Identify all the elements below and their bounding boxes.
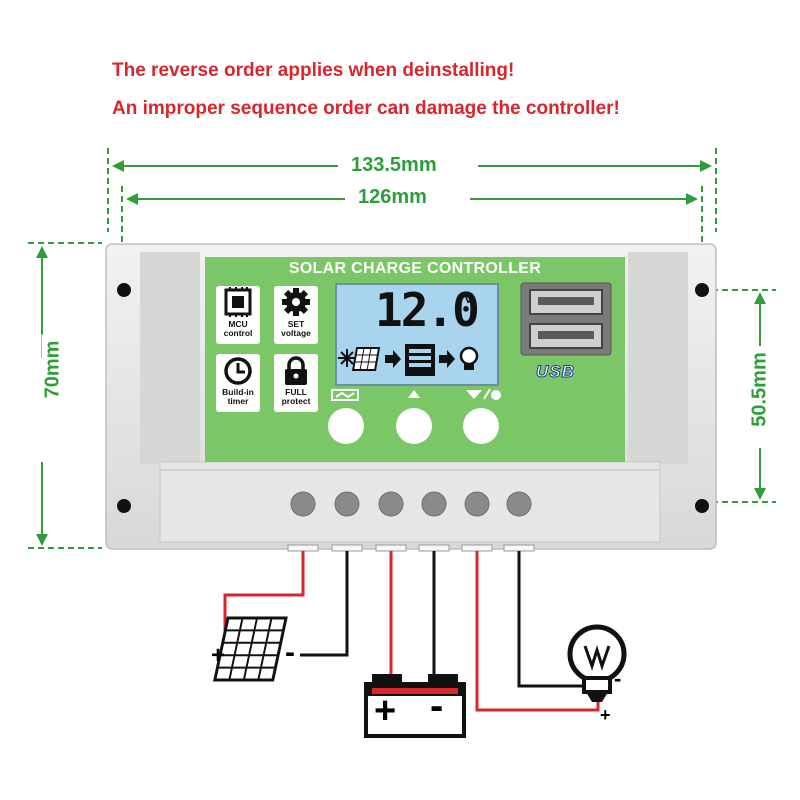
terminal-slot-1	[287, 544, 319, 552]
feature-label: control	[223, 328, 253, 338]
load-minus-sign: -	[614, 666, 622, 691]
terminal-block	[159, 461, 661, 543]
feature-label: voltage	[281, 328, 311, 338]
arrowhead-total-left	[112, 160, 124, 172]
feature-build-in-timer: Build-in timer	[216, 354, 260, 412]
arrowhead-height-bottom	[36, 534, 48, 546]
terminal-slot-4	[418, 544, 450, 552]
mount-hole-top-right	[695, 283, 709, 297]
lcd-voltage-readout: 12.0	[375, 283, 480, 337]
usb-ports	[520, 282, 612, 356]
wires	[223, 551, 600, 712]
button-legend-icons	[331, 388, 501, 401]
mount-hole-top-left	[117, 283, 131, 297]
solar-minus-sign: -	[285, 636, 295, 669]
terminal-slot-2	[331, 544, 363, 552]
warning-deinstall: The reverse order applies when deinstall…	[112, 60, 515, 81]
terminal-slot-5	[461, 544, 493, 552]
lcd-panel-icon	[351, 347, 381, 371]
dimension-total-width: 133.5mm	[345, 154, 443, 177]
arrowhead-total-right	[700, 160, 712, 172]
terminal-screw-1	[290, 491, 316, 517]
load-mode-icon	[331, 389, 359, 401]
wire-solar-negative	[300, 551, 349, 657]
arrowhead-inner-left	[126, 193, 138, 205]
feature-set-voltage: SET voltage	[274, 286, 318, 344]
battery-plus-sign: +	[374, 690, 397, 732]
load-plus-sign: +	[600, 705, 611, 725]
lcd-battery-icon	[405, 344, 435, 376]
terminal-slot-3	[375, 544, 407, 552]
up-arrow-icon	[408, 390, 420, 398]
arrow-right-icon	[385, 350, 401, 368]
case-right-flange	[628, 252, 688, 464]
feature-label: protect	[281, 396, 311, 406]
clock-icon	[224, 357, 252, 385]
usb-label: USB	[536, 362, 575, 382]
lcd-bulb-icon	[459, 346, 479, 370]
controller-title: SOLAR CHARGE CONTROLLER	[288, 260, 542, 277]
feature-mcu-control: MCU control	[216, 286, 260, 344]
terminal-screw-2	[334, 491, 360, 517]
lcd-flow-icons	[338, 344, 479, 376]
arrowhead-hole-bottom	[754, 488, 766, 500]
chip-icon	[224, 287, 252, 317]
arrowhead-height-top	[36, 246, 48, 258]
mount-hole-bottom-right	[695, 499, 709, 513]
sun-icon	[338, 349, 356, 367]
wire-load-positive	[475, 551, 600, 712]
arrowhead-inner-right	[686, 193, 698, 205]
dimension-hole-width: 126mm	[352, 186, 433, 209]
feature-label: MCU	[228, 319, 248, 329]
battery-minus-sign: -	[430, 684, 444, 728]
feature-full-protect: FULL protect	[274, 354, 318, 412]
solar-panel-icon	[213, 616, 288, 682]
terminal-screw-4	[421, 491, 447, 517]
lock-icon	[285, 356, 307, 385]
arrow-right-icon	[439, 350, 455, 368]
case-left-flange	[140, 252, 200, 464]
arrowhead-hole-top	[754, 292, 766, 304]
mount-hole-bottom-left	[117, 499, 131, 513]
terminal-screw-5	[464, 491, 490, 517]
terminal-screw-6	[506, 491, 532, 517]
wire-solar-positive	[223, 551, 305, 640]
down-bulb-icon	[466, 388, 501, 400]
feature-label: timer	[227, 396, 249, 406]
feature-label: Build-in	[222, 387, 254, 397]
battery-icon	[364, 674, 466, 738]
terminal-slot-6	[503, 544, 535, 552]
lcd-voltage-unit: v	[465, 292, 472, 306]
button-up[interactable]	[396, 408, 432, 444]
dimension-height: 70mm	[41, 334, 65, 405]
terminal-screw-3	[378, 491, 404, 517]
feature-label: SET	[287, 319, 305, 329]
gear-icon	[282, 288, 310, 316]
solar-plus-sign: +	[211, 642, 226, 669]
dimension-hole-height: 50.5mm	[748, 349, 772, 430]
button-menu[interactable]	[328, 408, 364, 444]
lightbulb-icon	[567, 624, 627, 702]
warning-sequence: An improper sequence order can damage th…	[112, 98, 620, 119]
button-down[interactable]	[463, 408, 499, 444]
feature-label: FULL	[285, 387, 307, 397]
wire-load-negative	[517, 551, 585, 688]
